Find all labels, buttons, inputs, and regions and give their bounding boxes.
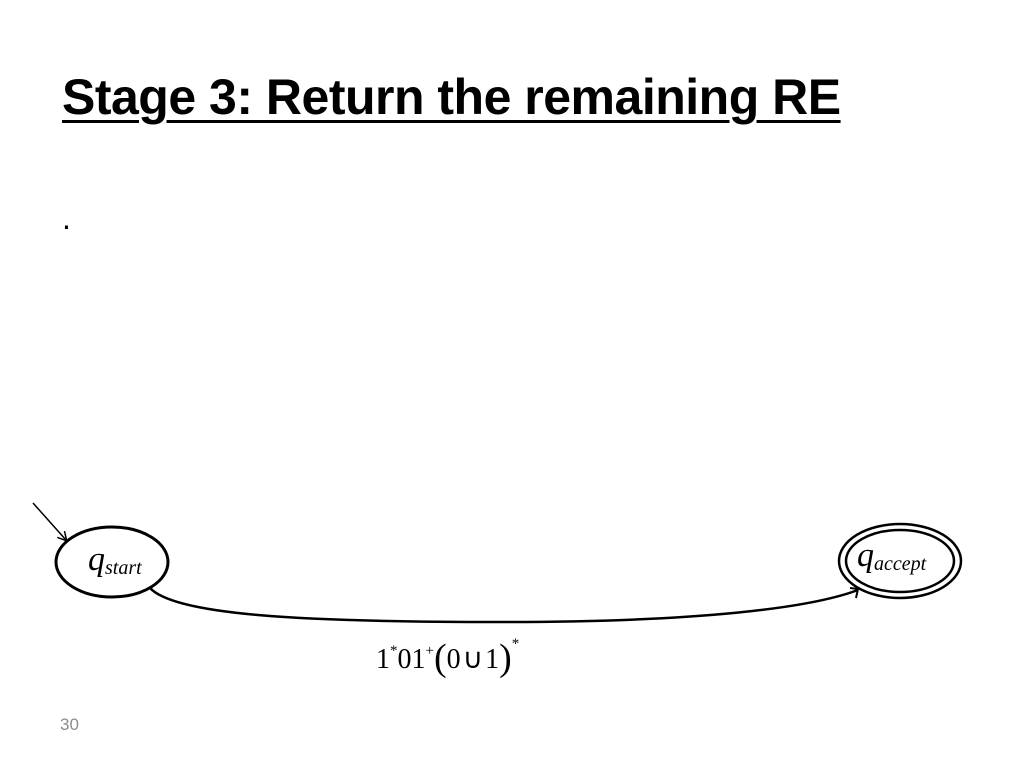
state-q-accept-label: qaccept [857, 537, 927, 575]
regex-sup-star-1: * [390, 643, 398, 659]
transition-label-regex: 1*01+(0∪1)* [376, 636, 519, 679]
regex-part-0: 0 [447, 644, 461, 675]
regex-open-paren: ( [434, 637, 447, 679]
state-q-accept: qaccept [837, 522, 963, 600]
state-q-accept-outer-circle [837, 522, 963, 600]
state-q-accept-subscript: accept [874, 553, 927, 575]
regex-part-1b: 1 [485, 644, 499, 675]
state-q-accept-inner-circle [844, 528, 956, 594]
bullet-text: . [62, 200, 71, 236]
state-q-start-symbol: q [88, 541, 105, 578]
state-q-start-circle [54, 525, 170, 599]
slide-number: 30 [60, 715, 79, 734]
regex-sup-plus: + [426, 643, 434, 659]
slide-title: Stage 3: Return the remaining RE [62, 69, 841, 125]
state-q-start: qstart [54, 525, 170, 599]
regex-close-paren: ) [499, 637, 512, 679]
transition-start-to-accept [149, 587, 859, 624]
state-q-accept-symbol: q [857, 537, 874, 574]
initial-arrow [32, 502, 66, 540]
regex-part-1: 1 [376, 644, 390, 675]
regex-sup-star-2: * [512, 636, 520, 652]
regex-part-01: 01 [398, 644, 426, 675]
regex-union: ∪ [463, 644, 484, 675]
transition-arrowhead [849, 587, 860, 599]
state-q-start-subscript: start [105, 557, 142, 579]
state-q-start-label: qstart [88, 541, 142, 579]
